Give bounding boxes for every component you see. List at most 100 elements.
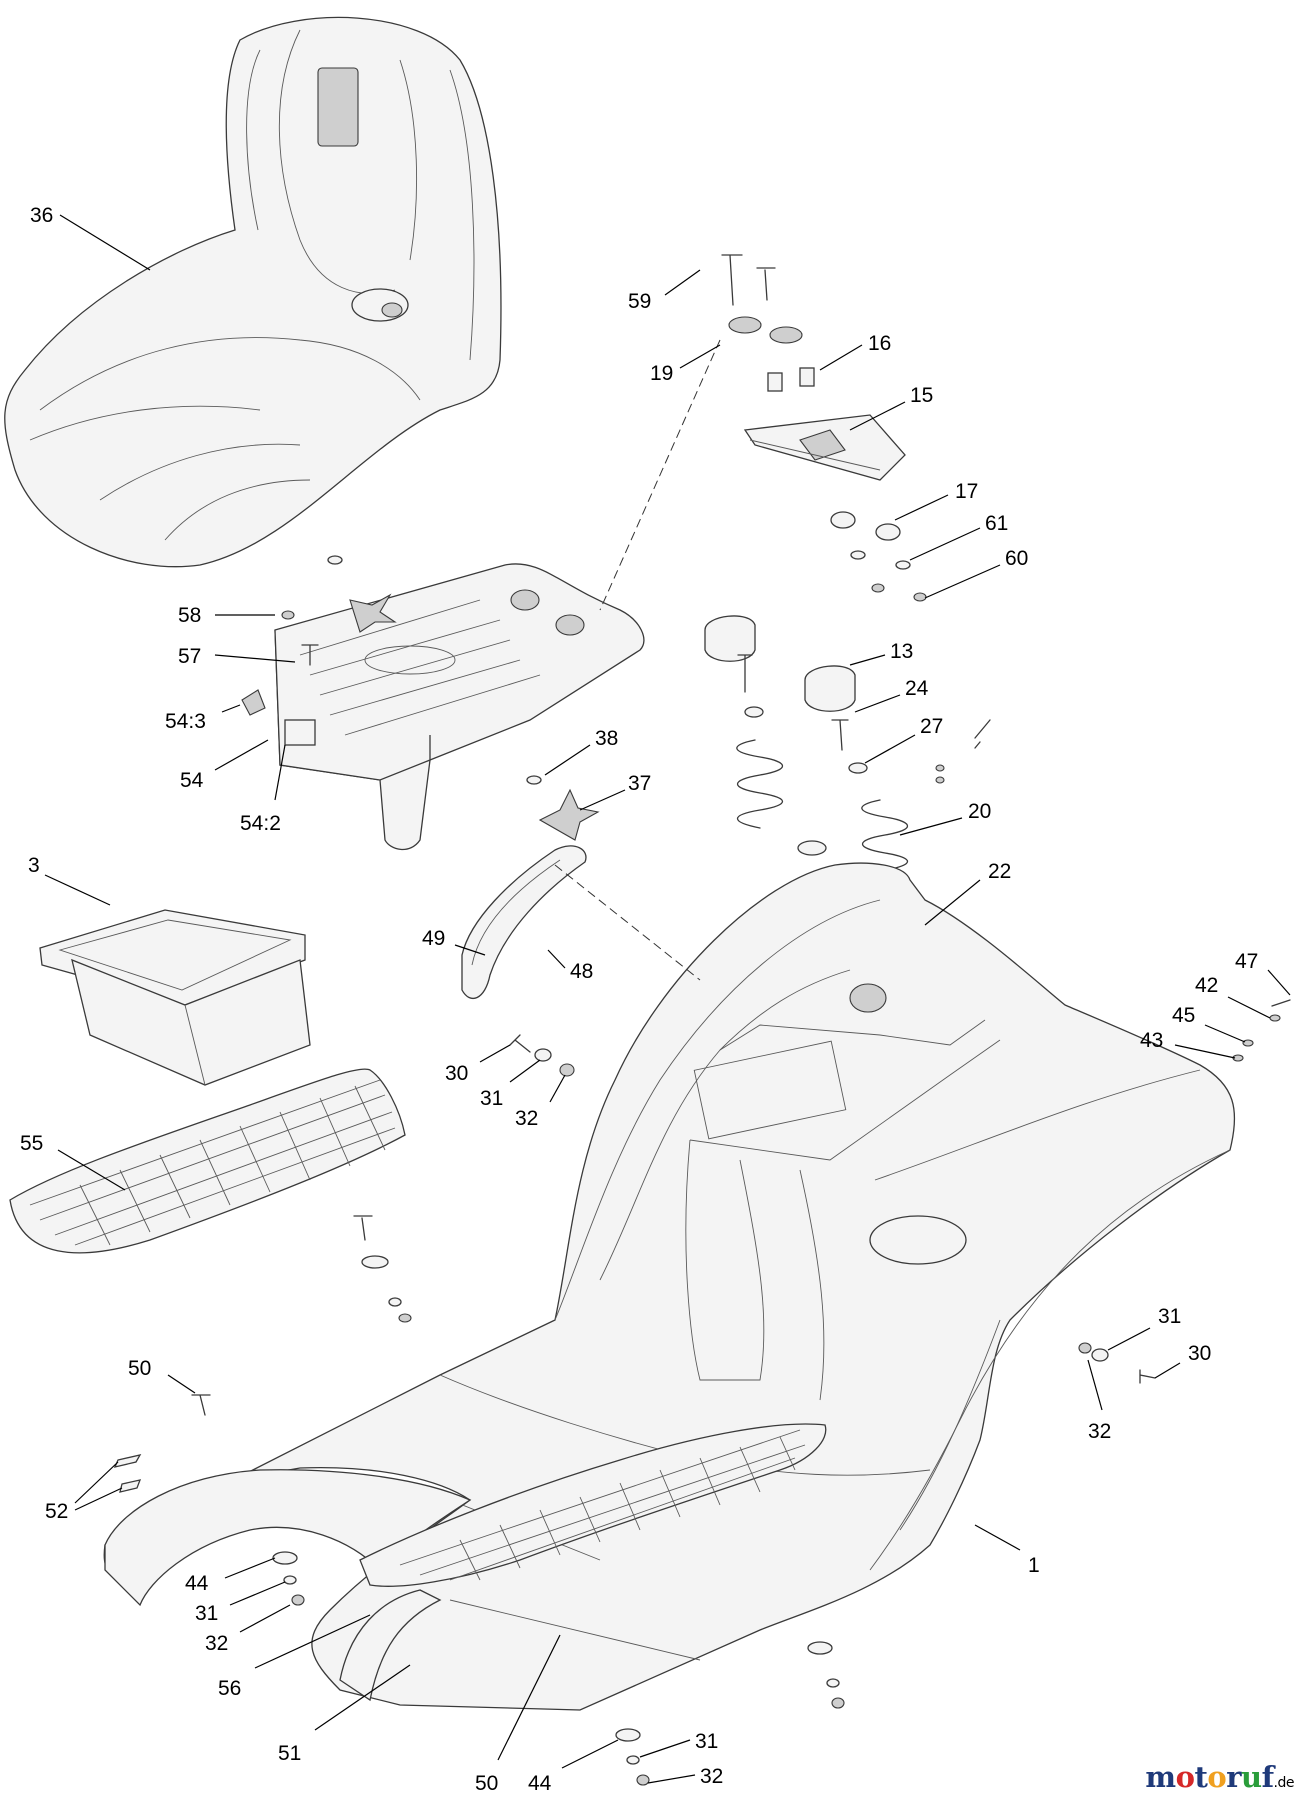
leader-line	[1227, 996, 1271, 1019]
leader-line	[57, 1149, 126, 1191]
leader-line	[679, 344, 721, 369]
watermark-letter: o	[1207, 1760, 1227, 1794]
leader-line	[974, 1524, 1021, 1551]
watermark-letter: o	[1175, 1760, 1195, 1794]
seat-pan-bracket-part	[241, 563, 645, 851]
leader-line	[59, 214, 151, 271]
leader-line	[924, 564, 1001, 599]
callout-label: 30	[1188, 1342, 1211, 1365]
leader-line	[849, 401, 906, 431]
floor-mat-upper-part	[9, 1068, 406, 1254]
leader-line	[1154, 1362, 1181, 1379]
callout-label: 22	[988, 860, 1011, 883]
leader-line	[894, 494, 949, 521]
callout-label: 38	[595, 727, 618, 750]
leader-line	[849, 654, 886, 666]
leader-line	[909, 527, 981, 561]
callout-label: 37	[628, 772, 651, 795]
callout-label: 52	[45, 1500, 68, 1523]
leader-line	[639, 1739, 691, 1758]
leader-line	[214, 654, 296, 663]
callout-label: 56	[218, 1677, 241, 1700]
callout-label: 30	[445, 1062, 468, 1085]
storage-tray-part	[39, 909, 311, 1086]
callout-label: 51	[278, 1742, 301, 1765]
motoruf-watermark: motoruf.de	[1145, 1760, 1294, 1794]
callout-label: 13	[890, 640, 913, 663]
callout-label: 42	[1195, 974, 1218, 997]
leader-line	[924, 879, 981, 926]
leader-line	[1107, 1327, 1151, 1351]
callout-label: 36	[30, 204, 53, 227]
callout-label: 24	[905, 677, 929, 700]
leader-line	[454, 944, 486, 956]
watermark-suffix: .de	[1273, 1775, 1295, 1791]
callout-label: 54:3	[165, 710, 206, 733]
leader-line	[479, 1044, 511, 1063]
callout-label: 54	[180, 769, 204, 792]
callout-label: 3	[28, 854, 40, 877]
leader-line	[547, 949, 566, 969]
leader-line	[1087, 1359, 1103, 1411]
callout-label: 59	[628, 290, 651, 313]
callout-label: 19	[650, 362, 673, 385]
body-frame-part	[103, 862, 1236, 1711]
callout-label: 32	[205, 1632, 228, 1655]
callout-label: 55	[20, 1132, 43, 1155]
callout-label: 31	[1158, 1305, 1181, 1328]
leader-line	[44, 874, 111, 906]
floor-mat-lower-part	[359, 1423, 827, 1587]
leader-line	[1204, 1024, 1246, 1043]
leader-line	[74, 1487, 123, 1511]
seal-part	[461, 845, 587, 1000]
toro-badge	[317, 67, 359, 147]
seat-part	[4, 16, 502, 568]
leader-line	[1267, 969, 1291, 996]
leader-line	[497, 1634, 561, 1761]
leader-line	[819, 344, 863, 371]
callout-label: 17	[955, 480, 978, 503]
leader-line	[544, 744, 591, 776]
callout-label: 54:2	[240, 812, 281, 835]
leader-line	[221, 704, 241, 713]
callout-label: 32	[700, 1765, 723, 1788]
callout-label: 32	[1088, 1420, 1111, 1443]
leader-line	[549, 1074, 566, 1103]
seat-slide-plate-part	[743, 414, 906, 481]
callout-label: 50	[475, 1772, 498, 1795]
leader-line	[229, 1581, 286, 1606]
callout-label: 32	[515, 1107, 538, 1130]
callout-label: 16	[868, 332, 891, 355]
leader-line	[664, 269, 701, 296]
leader-line	[214, 739, 269, 771]
watermark-letter: u	[1240, 1760, 1262, 1794]
leader-line	[899, 817, 963, 836]
callout-layer: 36 59 19 16 15 17 61 60 58 57 54:3 54 54…	[20, 204, 1291, 1795]
callout-label: 31	[480, 1087, 503, 1110]
callout-label: 27	[920, 715, 943, 738]
callout-label: 44	[528, 1772, 552, 1795]
callout-label: 50	[128, 1357, 151, 1380]
callout-label: 20	[968, 800, 991, 823]
watermark-letter: t	[1194, 1760, 1208, 1794]
leader-line	[579, 789, 626, 811]
callout-label: 60	[1005, 547, 1028, 570]
callout-label: 15	[910, 384, 933, 407]
callout-label: 48	[570, 960, 593, 983]
watermark-letter: r	[1226, 1760, 1241, 1794]
callout-label: 43	[1140, 1029, 1163, 1052]
callout-label: 47	[1235, 950, 1258, 973]
leader-line	[167, 1374, 196, 1394]
callout-label: 61	[985, 512, 1008, 535]
callout-label: 57	[178, 645, 201, 668]
leader-line	[74, 1461, 119, 1504]
leader-line	[561, 1739, 619, 1769]
callout-label: 45	[1172, 1004, 1195, 1027]
callout-label: 58	[178, 604, 201, 627]
callout-label: 49	[422, 927, 445, 950]
callout-label: 1	[1028, 1554, 1040, 1577]
callout-label: 31	[695, 1730, 718, 1753]
leader-line	[254, 1614, 371, 1669]
